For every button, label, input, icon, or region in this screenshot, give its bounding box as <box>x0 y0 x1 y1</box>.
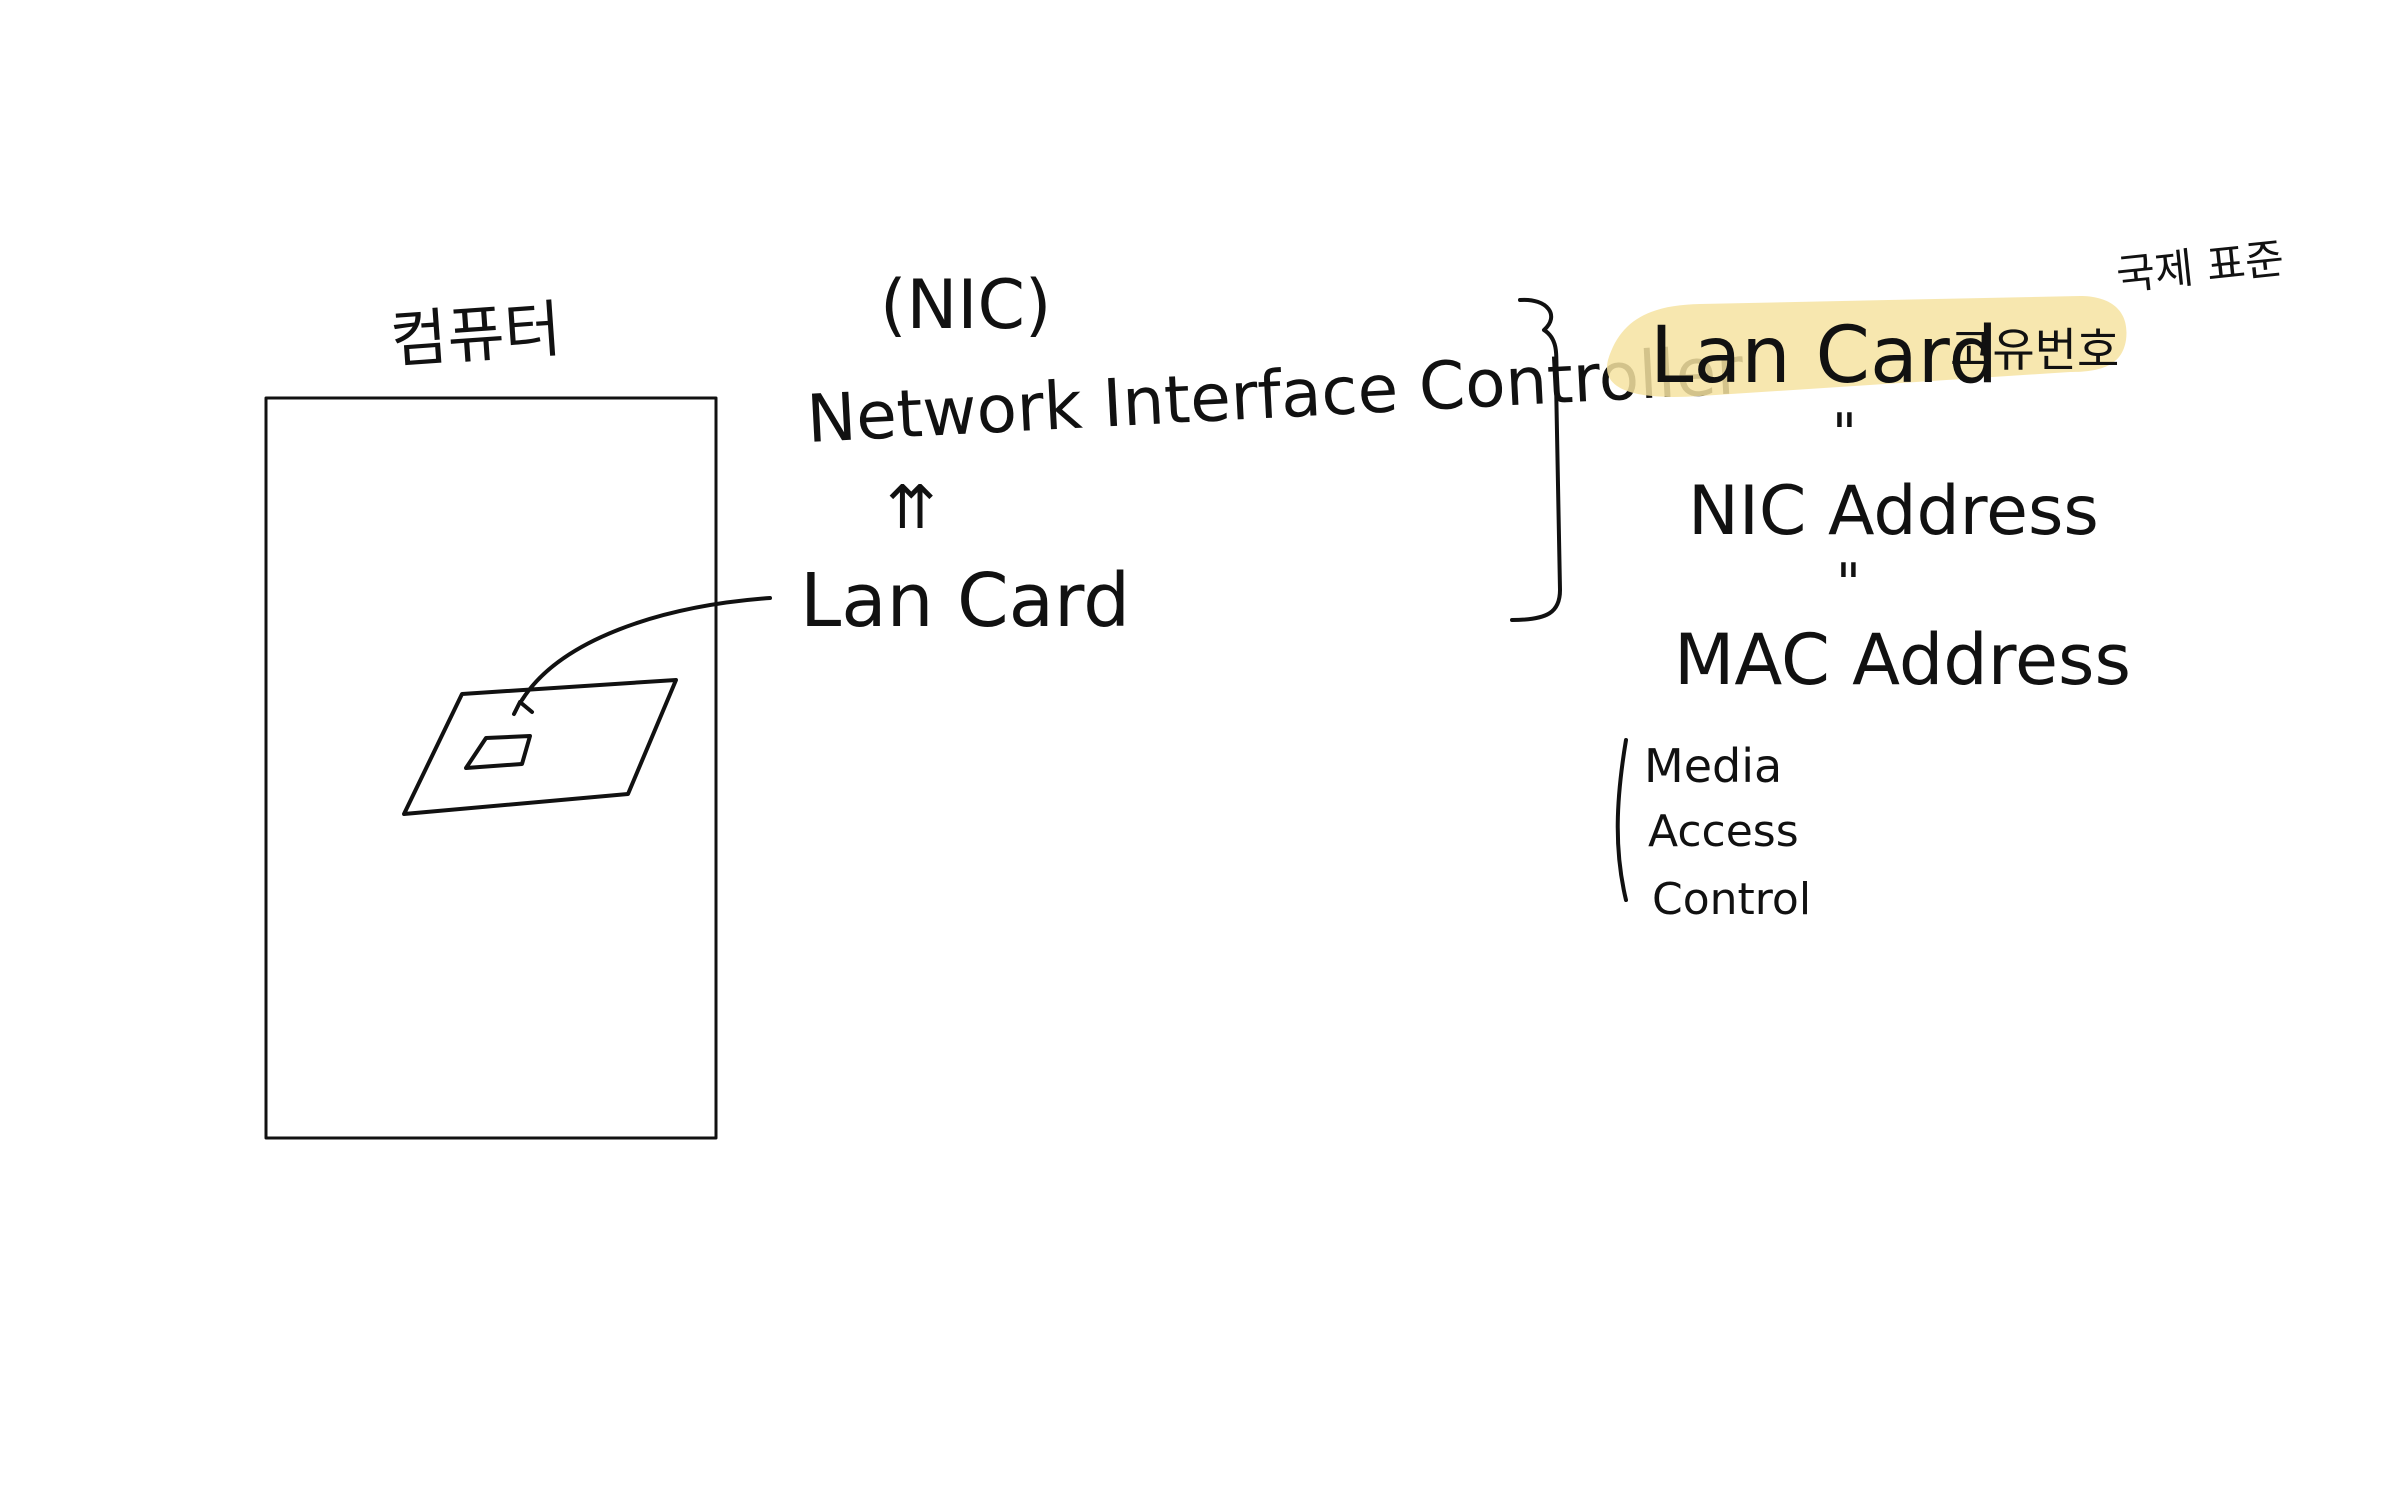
highlighted-lan-card: Lan Card <box>1650 311 1998 401</box>
computer-label: 컴퓨터 <box>388 292 564 377</box>
highlight-mark <box>1606 296 2127 397</box>
world-standard-label: 국제 표준 <box>2114 234 2286 300</box>
mac-expansion-access: Access <box>1648 806 1799 857</box>
nic-full-name: Network Interface Controller <box>805 332 1746 458</box>
computer-box <box>264 396 718 1140</box>
mac-expansion-bar <box>1615 738 1628 902</box>
mac-address-label: MAC Address <box>1674 619 2131 701</box>
lan-card-pointer-head <box>512 700 534 716</box>
mac-expansion-media: Media <box>1644 739 1782 793</box>
lan-card-label: Lan Card <box>800 558 1130 644</box>
lan-card-chip <box>464 734 532 770</box>
mac-expansion-control: Control <box>1652 874 1811 925</box>
equals-mark-2: " <box>1836 552 1861 615</box>
unique-number-label: 고유번호 <box>1950 323 2119 377</box>
up-arrow-icon: ⇈ <box>886 473 936 543</box>
grouping-brace <box>1510 297 1562 622</box>
lan-card-pointer <box>520 596 772 702</box>
equals-mark-1: " <box>1832 402 1857 465</box>
nic-abbreviation: (NIC) <box>880 266 1051 345</box>
lan-card-drawing <box>402 678 678 816</box>
nic-address-label: NIC Address <box>1688 472 2099 551</box>
